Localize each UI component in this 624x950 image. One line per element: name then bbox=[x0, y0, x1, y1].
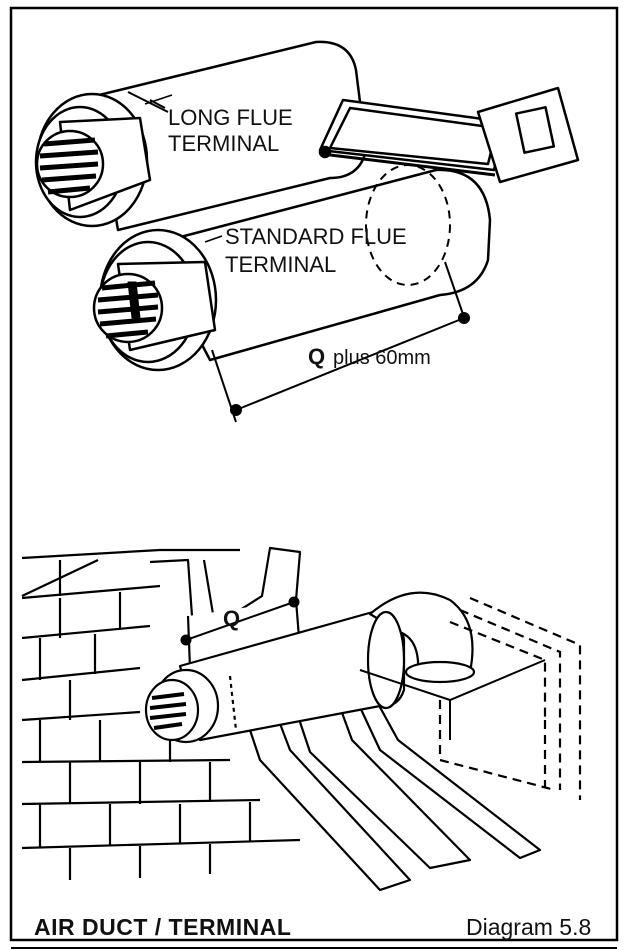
wall-q-label: Q bbox=[223, 606, 240, 631]
wall-dimension-marker bbox=[180, 596, 300, 646]
brick-wall-illustration bbox=[21, 548, 301, 880]
long-flue-terminal-illustration bbox=[34, 40, 368, 232]
dimension-suffix-label: plus 60mm bbox=[333, 347, 431, 369]
diagram-title: AIR DUCT / TERMINAL bbox=[34, 914, 291, 940]
boiler-casing-solid bbox=[359, 659, 546, 740]
long-flue-label-line1: LONG FLUE bbox=[168, 105, 293, 130]
dimension-q-label: Q bbox=[308, 344, 325, 369]
dimension-line bbox=[211, 261, 470, 423]
standard-flue-terminal-illustration bbox=[92, 164, 492, 372]
diagram-number: Diagram 5.8 bbox=[466, 914, 591, 940]
hacksaw-illustration bbox=[318, 86, 580, 184]
long-flue-label-line2: TERMINAL bbox=[168, 131, 279, 156]
standard-flue-label-line1: STANDARD FLUE bbox=[225, 224, 407, 249]
diagram-border bbox=[9, 6, 619, 942]
standard-flue-label-line2: TERMINAL bbox=[225, 252, 336, 277]
boiler-casing-outline bbox=[438, 596, 582, 800]
installed-flue-pipe-illustration bbox=[144, 591, 476, 744]
